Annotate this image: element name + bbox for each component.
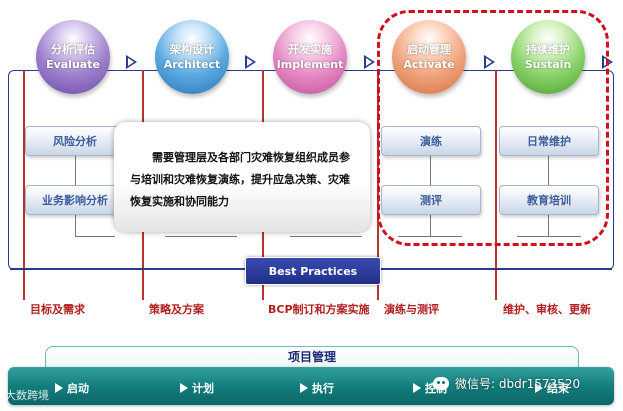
pm-step-label: 计划 <box>192 382 214 395</box>
play-icon <box>180 383 188 393</box>
output-label: 策略及方案 <box>149 303 204 316</box>
pm-step-start: 启动 <box>55 380 89 396</box>
project-management-bar <box>8 367 614 405</box>
flow-arrow-icon <box>245 55 256 69</box>
phase-en-label: Implement <box>276 57 344 71</box>
activity-education-training: 教育培训 <box>499 185 599 215</box>
play-icon <box>55 383 63 393</box>
connector <box>165 236 237 237</box>
phase-architect: 架构设计 Architect <box>155 20 229 94</box>
phase-en-label: Sustain <box>524 57 572 71</box>
phase-en-label: Activate <box>403 57 455 71</box>
project-management-title: 项目管理 <box>45 346 579 368</box>
phase-evaluate: 分析评估 Evaluate <box>36 20 110 94</box>
watermark-brand: 大数跨境 <box>5 389 49 402</box>
callout-text: 需要管理层及各部门灾难恢复组织成员参与培训和灾难恢复演练，提升应急决策、灾难恢复… <box>130 151 350 208</box>
connector <box>290 236 362 237</box>
output-label: 演练与测评 <box>384 303 439 316</box>
wechat-id: 微信号: dbdr1573520 <box>455 376 581 391</box>
output-label: 维护、审核、更新 <box>503 303 591 316</box>
connector <box>75 236 115 237</box>
phase-zh-label: 持续维护 <box>526 42 570 56</box>
activity-daily-maintenance: 日常维护 <box>499 126 599 156</box>
phase-en-label: Architect <box>163 57 221 71</box>
phase-zh-label: 分析评估 <box>51 42 95 56</box>
flow-arrow-icon <box>126 55 137 69</box>
pm-step-label: 启动 <box>67 382 89 395</box>
output-label: BCP制订和方案实施 <box>268 303 370 316</box>
activity-risk-analysis: 风险分析 <box>25 126 125 156</box>
pm-step-close: 结束 <box>535 380 569 396</box>
play-icon <box>535 383 543 393</box>
phase-sustain: 持续维护 Sustain <box>511 20 585 94</box>
activity-drill: 演练 <box>381 126 481 156</box>
phase-zh-label: 开发实施 <box>288 42 332 56</box>
connector <box>517 236 581 237</box>
pm-step-plan: 计划 <box>180 380 214 396</box>
pm-step-label: 执行 <box>312 382 334 395</box>
flow-arrow-icon <box>364 55 375 69</box>
phase-divider <box>23 70 25 300</box>
callout-note: 需要管理层及各部门灾难恢复组织成员参与培训和灾难恢复演练，提升应急决策、灾难恢复… <box>114 122 370 232</box>
phase-divider <box>495 70 497 300</box>
highlight-region <box>377 10 609 246</box>
best-practices-badge: Best Practices <box>245 257 381 285</box>
phase-zh-label: 启动管理 <box>407 42 451 56</box>
connector <box>398 236 462 237</box>
pm-step-execute: 执行 <box>300 380 334 396</box>
flow-arrow-icon <box>484 55 495 69</box>
phase-zh-label: 架构设计 <box>170 42 214 56</box>
activity-evaluation: 测评 <box>381 185 481 215</box>
phase-implement: 开发实施 Implement <box>273 20 347 94</box>
output-label: 目标及需求 <box>30 303 85 316</box>
wechat-watermark: 微信号: dbdr1573520 <box>433 372 580 394</box>
wechat-icon <box>433 376 449 390</box>
activity-business-impact-analysis: 业务影响分析 <box>25 185 125 215</box>
play-icon <box>300 383 308 393</box>
pm-step-label: 结束 <box>547 382 569 395</box>
play-icon <box>413 383 421 393</box>
phase-en-label: Evaluate <box>46 57 100 71</box>
